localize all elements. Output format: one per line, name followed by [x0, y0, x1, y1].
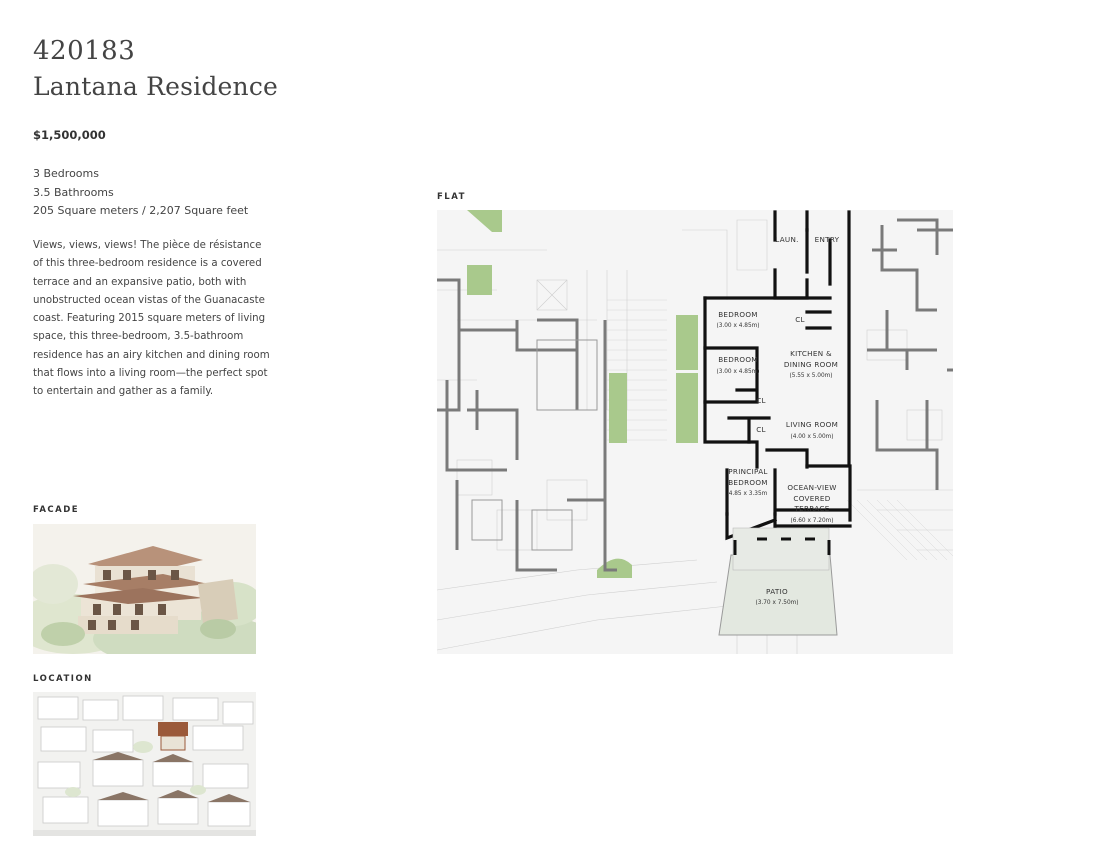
- cl-2-label: CL: [756, 396, 766, 405]
- cl-3-label: CL: [756, 425, 766, 434]
- living-room-dim: (4.00 x 5.00m): [790, 434, 833, 440]
- description-line: terrace and an expansive patio, both wit…: [33, 276, 247, 288]
- floor-plan: LAUN. ENTRY BEDROOM (3.00 x 4.85m) CL BE…: [437, 210, 953, 654]
- principal-label-1: PRINCIPAL: [728, 467, 767, 476]
- description-line: of this three-bedroom residence is a cov…: [33, 258, 262, 270]
- kitchen-dim: (5.55 x 5.00m): [789, 373, 832, 379]
- residence-name: Lantana Residence: [33, 72, 279, 101]
- facade-image: [33, 524, 256, 654]
- plan-room-labels: LAUN. ENTRY BEDROOM (3.00 x 4.85m) CL BE…: [716, 235, 839, 606]
- spec-bedrooms: 3 Bedrooms: [33, 167, 99, 180]
- terrace-label-1: OCEAN-VIEW: [787, 483, 836, 492]
- bedroom-1-dim: (3.00 x 4.85m): [716, 323, 759, 329]
- bedroom-2-dim: (3.00 x 4.85m): [716, 369, 759, 375]
- description-line: coast. Featuring 2015 square meters of l…: [33, 313, 266, 325]
- terrace-label-3: TERRACE: [793, 504, 829, 513]
- bedroom-1-label: BEDROOM: [718, 310, 758, 319]
- spec-area: 205 Square meters / 2,207 Square feet: [33, 204, 249, 217]
- listing-description: Views, views, views! The pièce de résist…: [33, 237, 278, 402]
- principal-label-2: BEDROOM: [728, 478, 768, 487]
- listing-price: $1,500,000: [33, 128, 106, 142]
- terrace-label-2: COVERED: [793, 494, 830, 503]
- description-line: that flows into a living room—the perfec…: [33, 368, 268, 380]
- bedroom-2-label: BEDROOM: [718, 355, 758, 364]
- description-line: space, this three-bedroom, 3.5-bathroom: [33, 331, 244, 343]
- kitchen-label-1: KITCHEN &: [790, 349, 832, 358]
- floor-plan-drawing: LAUN. ENTRY BEDROOM (3.00 x 4.85m) CL BE…: [437, 210, 953, 654]
- cl-1-label: CL: [795, 315, 805, 324]
- flat-label: FLAT: [437, 192, 466, 202]
- spec-bathrooms: 3.5 Bathrooms: [33, 185, 114, 199]
- entry-label: ENTRY: [815, 235, 840, 244]
- patio-label: PATIO: [766, 587, 788, 596]
- location-image: [33, 692, 256, 836]
- listing-specs: 3 Bedrooms 3.5 Bathrooms 205 Square mete…: [33, 165, 248, 221]
- laun-label: LAUN.: [775, 235, 799, 244]
- terrace-dim: (6.60 x 7.20m): [790, 518, 833, 524]
- description-line: Views, views, views! The pièce de résist…: [33, 240, 262, 251]
- description-line: to entertain and gather as a family.: [33, 386, 214, 398]
- patio-dim: (3.70 x 7.50m): [755, 600, 798, 606]
- description-line: residence has an airy kitchen and dining…: [33, 349, 270, 361]
- description-line: unobstructed ocean vistas of the Guanaca…: [33, 294, 265, 306]
- principal-dim: 4.85 x 3.35m: [729, 491, 768, 497]
- facade-illustration: [33, 524, 256, 654]
- listing-id: 420183: [33, 36, 136, 66]
- facade-label: FACADE: [33, 505, 80, 515]
- living-room-label: LIVING ROOM: [786, 420, 838, 429]
- location-label: LOCATION: [33, 674, 93, 684]
- location-illustration: [33, 692, 256, 836]
- kitchen-label-2: DINING ROOM: [784, 360, 838, 369]
